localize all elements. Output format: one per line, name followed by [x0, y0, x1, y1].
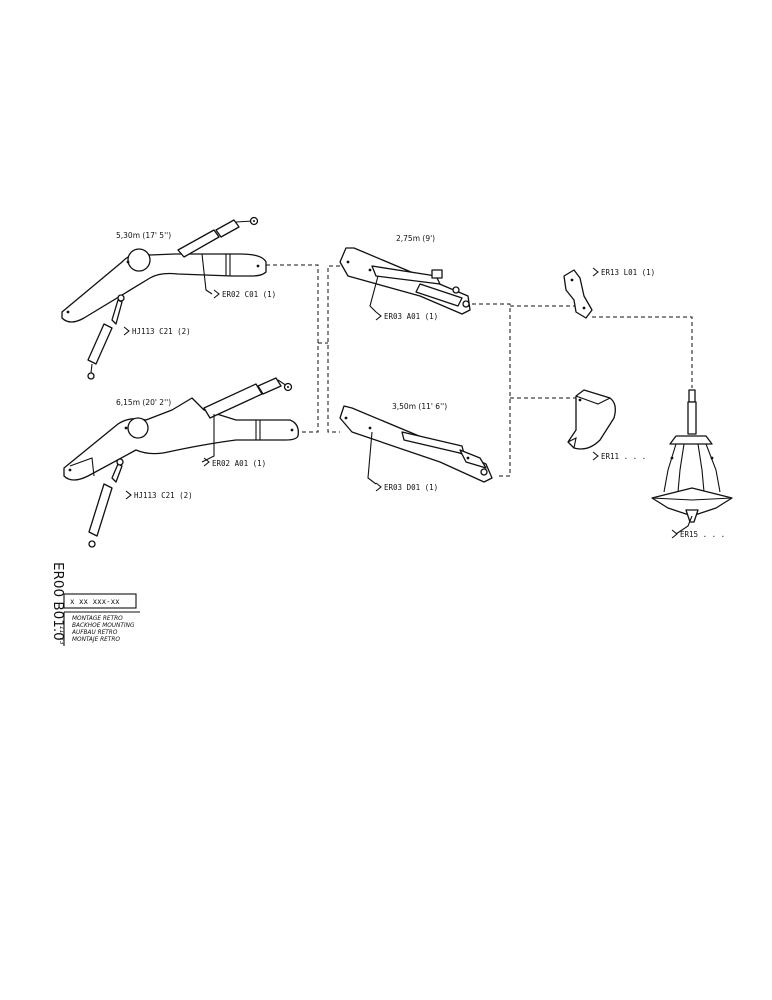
clamshell-grab [651, 389, 733, 535]
title-en: BACKHOE MOUNTING [72, 623, 135, 629]
cylinder-top-code: HJ113 C21 (2) [123, 326, 191, 336]
svg-text:ER03 D01 (1): ER03 D01 (1) [384, 483, 438, 492]
title-fr: MONTAGE RETRO [72, 616, 123, 622]
svg-text:ER03 A01 (1): ER03 A01 (1) [384, 312, 438, 321]
svg-text:HJ113 C21 (2): HJ113 C21 (2) [134, 491, 193, 500]
dipper-long [339, 405, 493, 485]
drawing-number: ER00 B01.0 [50, 562, 66, 641]
title-block: ER00 B01.0 x xx xxx-xx 11- 73 MONTAGE RE… [50, 562, 140, 646]
svg-text:ER02 C01 (1): ER02 C01 (1) [222, 290, 276, 299]
grab-code: ER15 . . . [671, 529, 725, 539]
drawing-date: 11- 73 [58, 626, 64, 645]
reference-pointer-icon [592, 451, 599, 461]
boom-standard-code: ER02 C01 (1) [213, 289, 276, 299]
boom-long-code: ER02 A01 (1) [203, 457, 266, 468]
reference-pointer-icon [592, 267, 599, 277]
boom-long [63, 377, 299, 481]
reference-pointer-icon [213, 289, 220, 299]
attachment-code: ER13 L01 (1) [592, 267, 655, 277]
dipper-short-length-label: 2,75m (9') [396, 234, 435, 243]
bucket-code: ER11 . . . [592, 451, 646, 461]
dipper-short-code: ER03 A01 (1) [375, 311, 438, 321]
reference-box [63, 593, 137, 609]
dipper-short [339, 247, 471, 315]
svg-text:HJ113 C21 (2): HJ113 C21 (2) [132, 327, 191, 336]
reference-pointer-icon [375, 311, 382, 321]
attachment-bracket [563, 269, 593, 319]
svg-text:ER15 . . .: ER15 . . . [680, 530, 725, 539]
title-de: AUFBAU RETRO [71, 630, 118, 636]
cylinder-top [87, 294, 125, 380]
reference-pointer-icon [125, 490, 132, 500]
svg-text:ER02 A01 (1): ER02 A01 (1) [212, 459, 266, 468]
boom-standard [61, 216, 267, 323]
reference-pointer-icon [671, 529, 678, 539]
svg-text:ER13 L01 (1): ER13 L01 (1) [601, 268, 655, 277]
reference-pointer-icon [203, 457, 210, 467]
connector-lines [266, 264, 693, 477]
reference-code: x xx xxx-xx [70, 597, 120, 606]
boom-standard-length-label: 5,30m (17' 5'') [116, 231, 171, 240]
dipper-long-length-label: 3,50m (11' 6'') [392, 402, 447, 411]
reference-pointer-icon [123, 326, 130, 336]
bucket [567, 389, 616, 450]
boom-long-length-label: 6,15m (20' 2'') [116, 398, 171, 407]
cylinder-bottom [88, 458, 124, 548]
title-es: MONTAJE RETRO [72, 637, 120, 643]
dipper-long-code: ER03 D01 (1) [375, 482, 438, 492]
cylinder-bottom-code: HJ113 C21 (2) [125, 490, 193, 500]
reference-pointer-icon [375, 482, 382, 492]
svg-text:ER11 . . .: ER11 . . . [601, 452, 646, 461]
